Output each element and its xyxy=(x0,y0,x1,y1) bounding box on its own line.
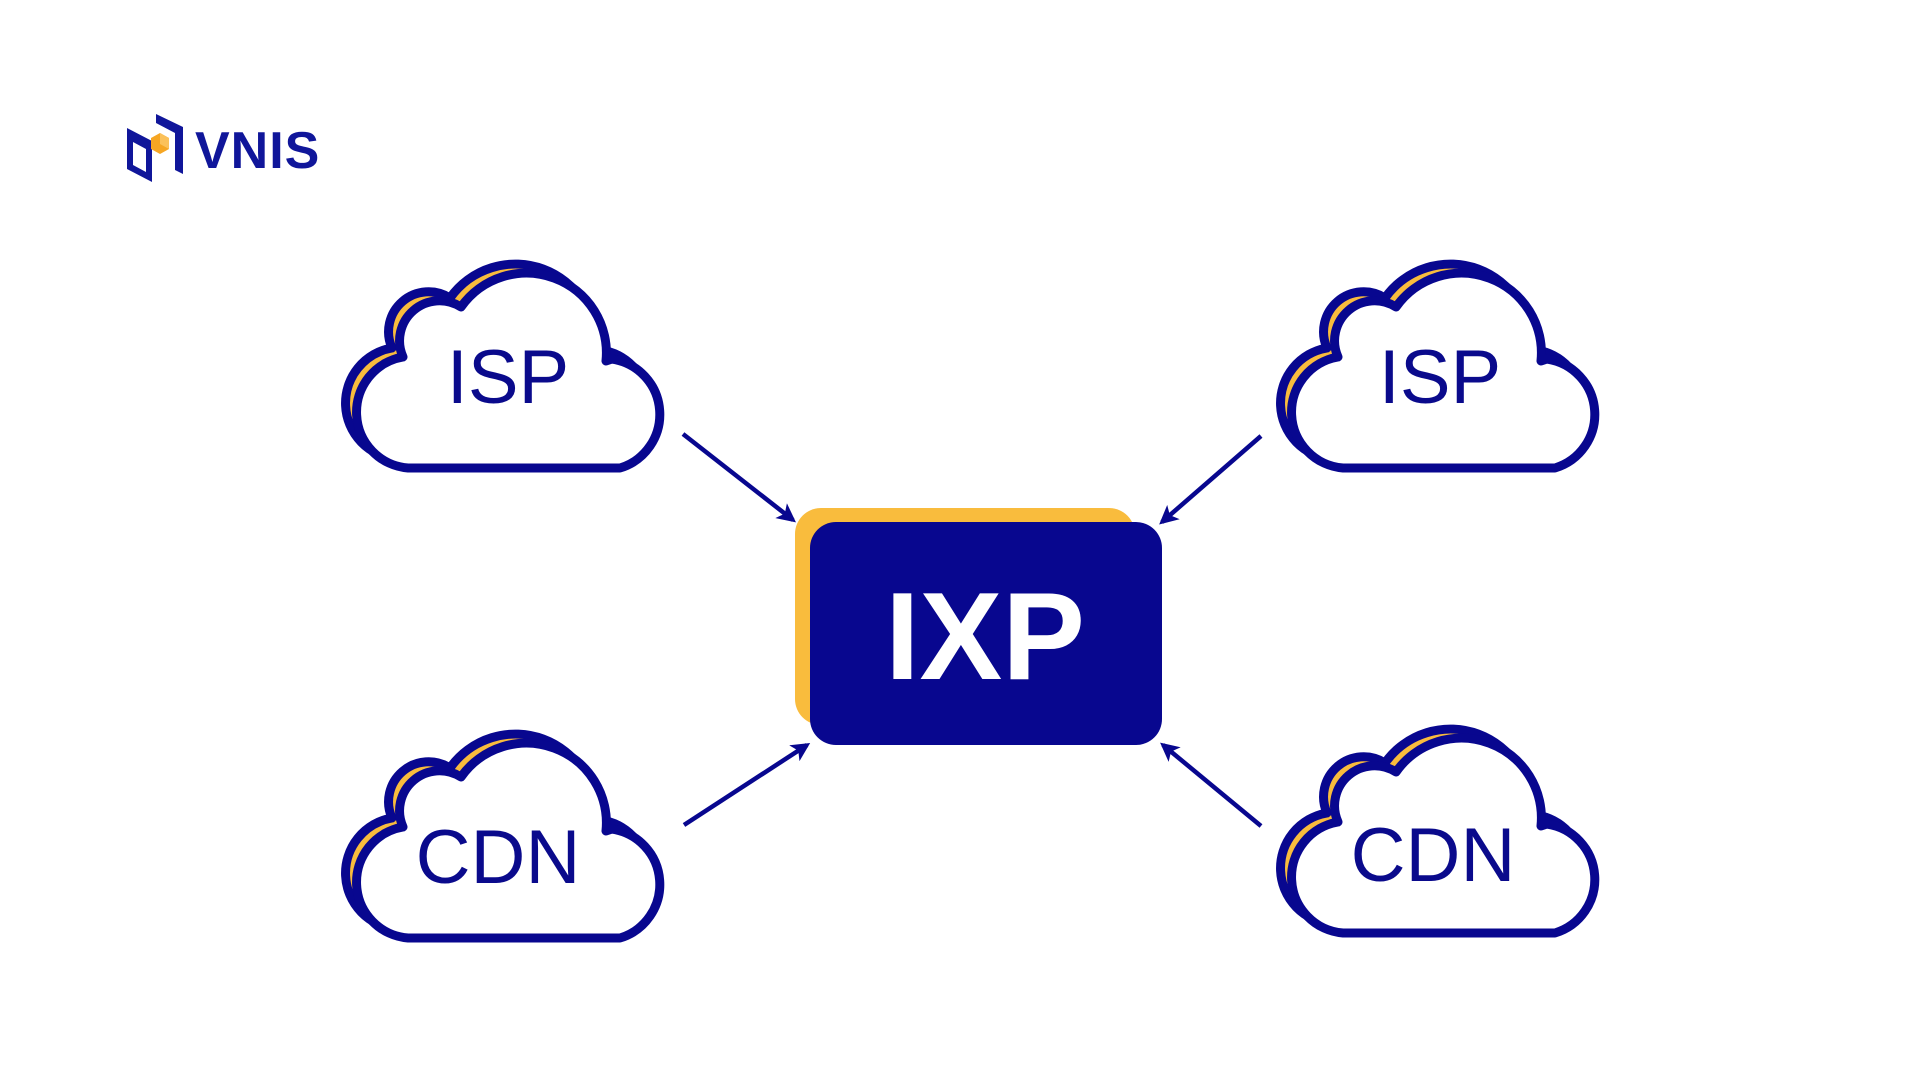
edge-cdn-bottom-right-to-ixp xyxy=(1160,742,1263,828)
cloud-node-isp-top-right[interactable]: ISP xyxy=(1281,264,1595,468)
ixp-hub-label: IXP xyxy=(885,568,1085,706)
edge-isp-top-right-to-ixp xyxy=(1159,434,1263,525)
cloud-label: ISP xyxy=(1379,335,1502,420)
cloud-label: CDN xyxy=(416,815,581,900)
cloud-node-cdn-bottom-right[interactable]: CDN xyxy=(1281,729,1595,933)
brand-name: VNIS xyxy=(195,122,320,180)
vnis-logo-icon xyxy=(127,114,183,182)
cloud-label: CDN xyxy=(1351,813,1516,898)
cloud-node-isp-top-left[interactable]: ISP xyxy=(346,264,660,468)
cloud-label: ISP xyxy=(447,335,570,420)
cloud-node-cdn-bottom-left[interactable]: CDN xyxy=(346,734,660,938)
edge-cdn-bottom-left-to-ixp xyxy=(682,742,811,827)
ixp-hub[interactable]: IXP xyxy=(795,508,1162,745)
edge-isp-top-left-to-ixp xyxy=(681,432,796,523)
ixp-hub-box xyxy=(810,522,1162,745)
brand-logo[interactable]: VNIS xyxy=(127,114,320,182)
edges xyxy=(681,432,1263,828)
